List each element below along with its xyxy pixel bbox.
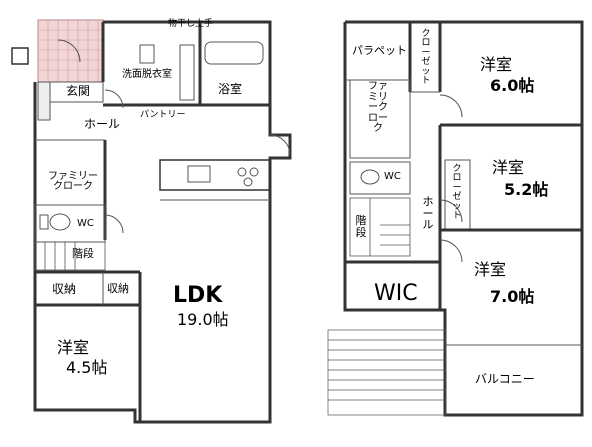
toilet2-bowl xyxy=(360,169,380,185)
closet2-label: クローゼット xyxy=(452,164,462,222)
balcony-deck xyxy=(327,329,447,416)
family-closet-room xyxy=(349,79,411,159)
wic-label: WIC xyxy=(374,281,418,306)
parapet-label: パラペット xyxy=(352,44,407,57)
hall-door xyxy=(104,89,124,109)
monohoshi-label: 物干し上手 xyxy=(168,19,214,29)
wc1-label: WC xyxy=(77,218,94,229)
room1-name: 洋室 xyxy=(480,55,513,74)
yoshitsu1-name: 洋室 xyxy=(57,338,90,357)
shuno2-label: 収納 xyxy=(107,282,129,295)
porch-tiles xyxy=(37,19,104,83)
wc-door xyxy=(104,214,124,234)
bath-door xyxy=(269,134,291,156)
closet1-label: クローゼット xyxy=(421,29,431,87)
kitchen-sink xyxy=(187,165,211,183)
floor1-outer-wall xyxy=(33,20,292,424)
room1-door xyxy=(439,94,463,118)
pantry-label: パントリー xyxy=(140,110,186,120)
floor1-plan xyxy=(11,19,292,424)
ldk-size: 19.0帖 xyxy=(177,310,229,329)
room1-size: 6.0帖 xyxy=(490,76,535,95)
room3-name: 洋室 xyxy=(474,260,507,279)
porch-grid xyxy=(38,20,103,82)
floor2-plan xyxy=(327,20,584,417)
genkan-label: 玄関 xyxy=(66,84,91,98)
stove-burner-1 xyxy=(237,167,247,177)
room2-size: 5.2帖 xyxy=(504,180,549,199)
toilet-tank xyxy=(39,214,49,230)
entrance-door xyxy=(57,39,81,63)
balcony-label: バルコニー xyxy=(475,372,535,386)
wc2-label: WC xyxy=(384,171,401,182)
bathtub xyxy=(204,41,264,65)
family-closet2-label: ファミリークローク xyxy=(368,81,388,134)
family-closet-label: ファミリー クローク xyxy=(48,171,98,192)
ldk-name: LDK xyxy=(173,283,223,308)
hall2-label: ホール xyxy=(422,195,434,232)
wc2-room xyxy=(349,161,411,195)
porch-post xyxy=(11,47,29,65)
room2-name: 洋室 xyxy=(492,158,525,177)
toilet-bowl xyxy=(49,213,71,231)
room3-size: 7.0帖 xyxy=(490,287,535,306)
kaidan1-label: 階段 xyxy=(72,247,94,260)
hall-label: ホール xyxy=(84,117,121,131)
room3-door xyxy=(439,239,463,263)
shoe-rack xyxy=(37,81,51,121)
washer xyxy=(179,44,195,101)
stove-burner-3 xyxy=(243,177,253,187)
stairs-floor2 xyxy=(349,197,411,257)
shuno1-label: 収納 xyxy=(52,282,77,296)
washbasin xyxy=(139,44,155,64)
yokushitsu-label: 浴室 xyxy=(218,82,243,96)
yoshitsu1-size: 4.5帖 xyxy=(66,358,108,377)
kitchen-counter xyxy=(159,159,271,191)
stove-burner-2 xyxy=(249,167,259,177)
stairs-floor1 xyxy=(34,241,106,271)
senmen-label: 洗面脱衣室 xyxy=(122,69,172,80)
room2-door xyxy=(439,199,463,223)
kaidan2-label: 階段 xyxy=(355,214,367,239)
